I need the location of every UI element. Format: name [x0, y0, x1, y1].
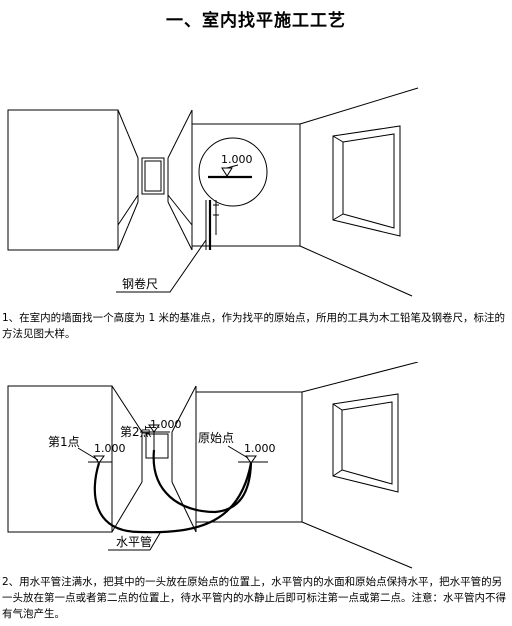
window	[342, 133, 395, 229]
origin-leader	[227, 445, 249, 459]
floor-line	[301, 521, 413, 569]
detail-circle	[198, 137, 268, 207]
figure-water-level: 第1点 1.000 第2点 1.000 原始点 1.000 水平管	[0, 362, 512, 572]
label-leader	[116, 239, 207, 293]
level-triangle	[221, 167, 233, 177]
origin-label: 原始点	[198, 431, 234, 445]
corridor-line	[111, 481, 143, 533]
page-title: 一、室内找平施工工艺	[166, 11, 346, 31]
ceiling-line	[299, 87, 419, 125]
floor-line	[117, 194, 139, 226]
corridor-line	[171, 385, 197, 433]
ceiling-line	[301, 362, 419, 393]
point1-leader	[77, 447, 99, 461]
middle-wall	[195, 391, 303, 523]
level-label: 1.000	[221, 153, 253, 166]
tube-label: 水平管	[116, 534, 152, 549]
window-sill	[332, 403, 343, 411]
window	[332, 393, 399, 493]
level-triangle	[93, 455, 105, 464]
corridor-line	[117, 109, 139, 159]
level-mid-label: 1.000	[150, 418, 182, 431]
middle-wall	[191, 123, 301, 247]
water-tube	[152, 449, 253, 514]
paragraph-step1: 1、在室内的墙面找一个高度为 1 米的基准点，作为找平的原始点，所用的工具为木工…	[2, 312, 506, 340]
far-door	[145, 433, 169, 459]
point2-label: 第2点	[120, 425, 152, 439]
paragraph-step2: 2、用水平管注满水，把其中的一头放在原始点的位置上，水平管内的水面和原始点保持水…	[2, 576, 506, 620]
tube-leader	[149, 532, 161, 551]
floor-line	[167, 194, 193, 226]
left-wall	[7, 109, 119, 251]
window	[332, 125, 401, 237]
figure-base-point: 1.000 钢卷尺	[0, 40, 512, 300]
level-right-label: 1.000	[244, 442, 276, 455]
level-stem	[226, 164, 239, 169]
window-sill	[332, 135, 344, 143]
far-door	[141, 157, 165, 195]
level-triangle	[245, 455, 257, 464]
floor-line	[299, 245, 413, 297]
window-sill	[332, 213, 344, 221]
corridor-line	[111, 385, 143, 433]
point1-label: 第1点	[48, 435, 80, 449]
window-sill	[332, 469, 343, 477]
corridor-line	[117, 201, 139, 251]
water-tube	[93, 462, 253, 534]
tape-label: 钢卷尺	[122, 276, 158, 291]
corridor-line	[167, 109, 193, 159]
window	[341, 401, 393, 485]
corridor-line	[167, 201, 193, 251]
level-triangle	[148, 424, 160, 433]
far-door	[144, 160, 162, 192]
level-left-label: 1.000	[94, 442, 126, 455]
